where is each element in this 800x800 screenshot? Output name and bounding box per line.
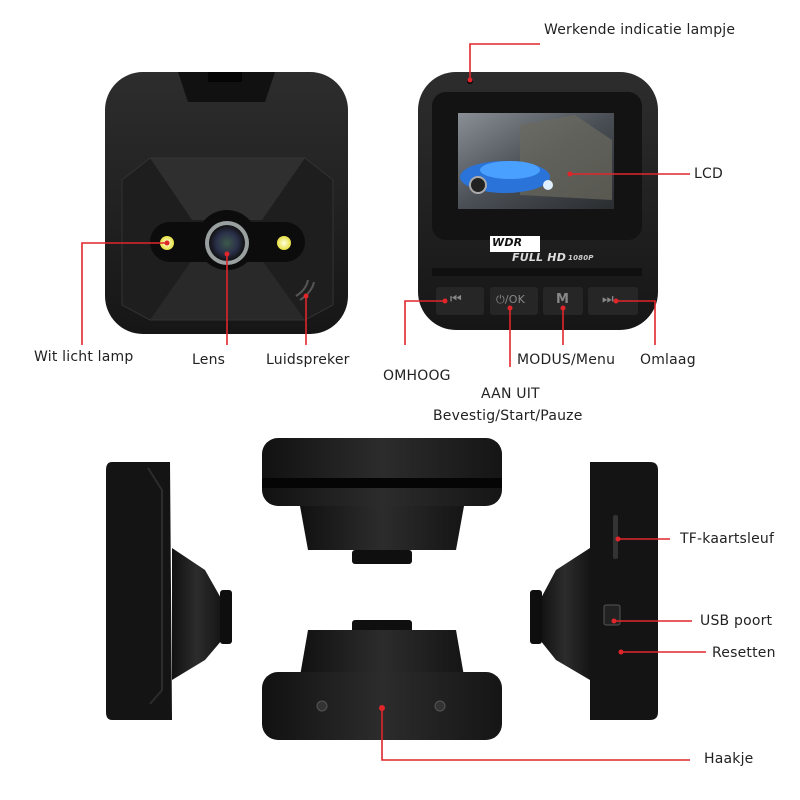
menu-button[interactable] <box>543 287 583 315</box>
front-view <box>105 72 348 334</box>
bottom-view <box>262 620 502 740</box>
label-indicator-light: Werkende indicatie lampje <box>544 22 736 38</box>
wdr-badge-text: WDR <box>492 236 523 249</box>
wdr-badge <box>490 236 540 252</box>
tf-card-slot <box>613 515 618 559</box>
power-ok-icon: ⏻/OK <box>496 293 526 306</box>
speaker-grille-icon <box>295 279 315 301</box>
full-hd-text: FULL HD <box>512 251 567 264</box>
label-mode-menu: MODUS/Menu <box>517 352 616 368</box>
label-white-light: Wit licht lamp <box>34 349 134 365</box>
label-power: AAN UIT <box>481 386 540 402</box>
lens-icon <box>209 225 245 261</box>
power-ok-button[interactable] <box>490 287 538 315</box>
top-view <box>262 438 502 564</box>
label-confirm-start-pause: Bevestig/Start/Pauze <box>433 408 583 424</box>
menu-icon: M <box>556 292 570 307</box>
label-speaker: Luidspreker <box>266 352 350 368</box>
label-tf-slot: TF-kaartsleuf <box>680 531 775 547</box>
white-light-led-icon <box>277 236 291 250</box>
prev-icon: ⏮ <box>450 292 462 307</box>
label-hook: Haakje <box>704 751 754 767</box>
resolution-text: 1080P <box>568 254 594 262</box>
label-reset: Resetten <box>712 645 776 661</box>
callout-dots <box>164 77 624 655</box>
callout-lines <box>81 43 706 761</box>
back-view <box>418 72 658 330</box>
label-usb-port: USB poort <box>700 613 773 629</box>
left-side-view <box>106 462 232 720</box>
down-button[interactable] <box>588 287 638 315</box>
label-lcd: LCD <box>694 166 723 182</box>
up-button[interactable] <box>436 287 484 315</box>
right-side-view <box>530 462 658 720</box>
label-lens: Lens <box>192 352 226 368</box>
next-icon: ⏭ <box>602 292 614 307</box>
label-down: Omlaag <box>640 352 696 368</box>
label-up: OMHOOG <box>383 368 451 384</box>
